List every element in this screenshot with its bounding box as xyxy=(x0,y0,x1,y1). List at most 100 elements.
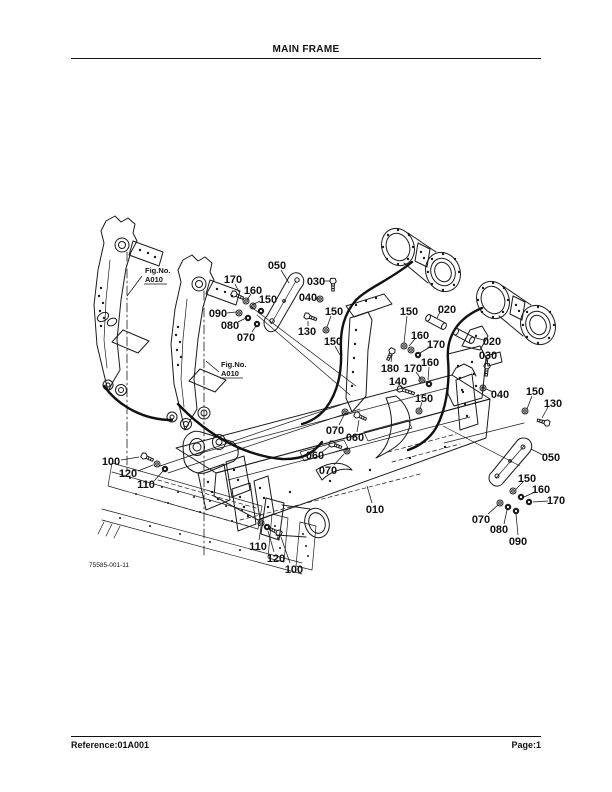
callout-100: 100 xyxy=(102,456,120,468)
callout-leader-line xyxy=(486,358,489,365)
callout-leader-line xyxy=(471,336,485,341)
callout-040: 040 xyxy=(491,389,509,401)
callout-160: 160 xyxy=(532,484,550,496)
callout-leader-line xyxy=(338,414,345,426)
main-frame-weldment xyxy=(175,363,491,541)
callout-070: 070 xyxy=(319,465,337,477)
callout-110: 110 xyxy=(249,541,267,553)
callout-170: 170 xyxy=(224,274,242,286)
callout-leader-line xyxy=(234,283,240,293)
callout-leader-line xyxy=(532,500,549,503)
callout-leader-line xyxy=(419,401,423,410)
callout-leader-line xyxy=(267,530,275,553)
callout-050: 050 xyxy=(542,452,560,464)
callout-100: 100 xyxy=(285,564,303,576)
callout-170: 170 xyxy=(427,339,445,351)
callout-150: 150 xyxy=(526,386,544,398)
page-title: MAIN FRAME xyxy=(272,44,340,55)
callout-leader-line xyxy=(419,346,431,354)
callout-leader-line xyxy=(485,388,494,393)
callout-leader-line xyxy=(251,325,257,333)
callout-leader-line xyxy=(403,315,408,344)
callout-010: 010 xyxy=(366,504,384,516)
callout-040: 040 xyxy=(299,292,317,304)
fig-ref-code: A010 xyxy=(145,275,163,284)
callout-leader-line xyxy=(321,445,331,453)
callout-leader-line xyxy=(246,293,252,301)
callout-070: 070 xyxy=(472,514,490,526)
callout-leader-line xyxy=(280,536,291,564)
callout-leader-line xyxy=(333,453,345,466)
callout-030: 030 xyxy=(307,276,325,288)
callout-leader-line xyxy=(415,371,422,380)
callout-160: 160 xyxy=(244,285,262,297)
callout-090: 090 xyxy=(509,536,527,548)
callout-110: 110 xyxy=(137,479,155,491)
callout-080: 080 xyxy=(490,524,508,536)
callout-120: 120 xyxy=(119,468,137,480)
fig-ref-leader-line xyxy=(126,275,143,297)
long-leader-lines xyxy=(159,305,525,474)
callout-leader-line xyxy=(153,470,164,482)
hydraulic-hoses xyxy=(102,260,484,461)
callout-leader-line xyxy=(137,464,154,472)
callout-020: 020 xyxy=(483,336,501,348)
loader-arm-bracket-left xyxy=(93,215,164,473)
callout-leader-line xyxy=(530,448,544,456)
callout-060: 060 xyxy=(306,450,324,462)
callout-leader-line xyxy=(280,269,290,284)
callout-150: 150 xyxy=(325,306,343,318)
footer-rule xyxy=(71,736,541,737)
callout-180: 180 xyxy=(381,363,399,375)
callout-leader-line xyxy=(515,513,519,536)
callout-leader-line xyxy=(226,311,237,314)
callout-leader-line xyxy=(515,481,524,490)
callout-leader-line xyxy=(503,509,508,525)
callout-leader-line xyxy=(258,526,262,541)
fig-ref-leader-line xyxy=(205,360,220,373)
callout-140: 140 xyxy=(389,376,407,388)
callout-160: 160 xyxy=(421,357,439,369)
callout-leader-line xyxy=(251,300,261,306)
fig-ref-code: A010 xyxy=(221,369,239,378)
callout-leader-line xyxy=(427,366,430,381)
callout-120: 120 xyxy=(267,553,285,565)
loader-arm-bracket-right xyxy=(166,254,241,557)
callout-leader-line xyxy=(436,311,441,319)
callout-170: 170 xyxy=(404,363,422,375)
callout-060: 060 xyxy=(346,432,364,444)
header-rule xyxy=(71,58,541,59)
callout-070: 070 xyxy=(326,425,344,437)
callout-leader-line xyxy=(526,395,533,410)
fig-ref-label: Fig.No. xyxy=(221,360,246,369)
callout-130: 130 xyxy=(544,398,562,410)
callout-leader-line xyxy=(366,485,373,504)
callout-leader-line xyxy=(120,456,140,461)
callout-130: 130 xyxy=(298,326,316,338)
callout-020: 020 xyxy=(438,304,456,316)
fig-ref-label: Fig.No. xyxy=(145,266,170,275)
callout-070: 070 xyxy=(237,332,255,344)
callout-050: 050 xyxy=(268,260,286,272)
callout-leader-line xyxy=(487,504,499,515)
callout-leader-line xyxy=(237,317,247,323)
callout-090: 090 xyxy=(209,308,227,320)
callout-170: 170 xyxy=(547,495,565,507)
link-bar-lower xyxy=(488,437,533,487)
axle-housing-front xyxy=(381,227,461,293)
callout-150: 150 xyxy=(259,294,277,306)
callout-150: 150 xyxy=(400,306,418,318)
footer-reference: Reference:01A001 xyxy=(71,740,150,750)
callout-150: 150 xyxy=(415,393,433,405)
callout-160: 160 xyxy=(411,330,429,342)
footer-page-number: Page:1 xyxy=(511,740,541,750)
callout-leader-line xyxy=(326,315,332,328)
callout-leader-line xyxy=(399,384,403,389)
callout-150: 150 xyxy=(518,473,536,485)
callout-leader-line xyxy=(408,338,416,347)
callout-150: 150 xyxy=(324,336,342,348)
center-support-bracket xyxy=(345,293,393,413)
